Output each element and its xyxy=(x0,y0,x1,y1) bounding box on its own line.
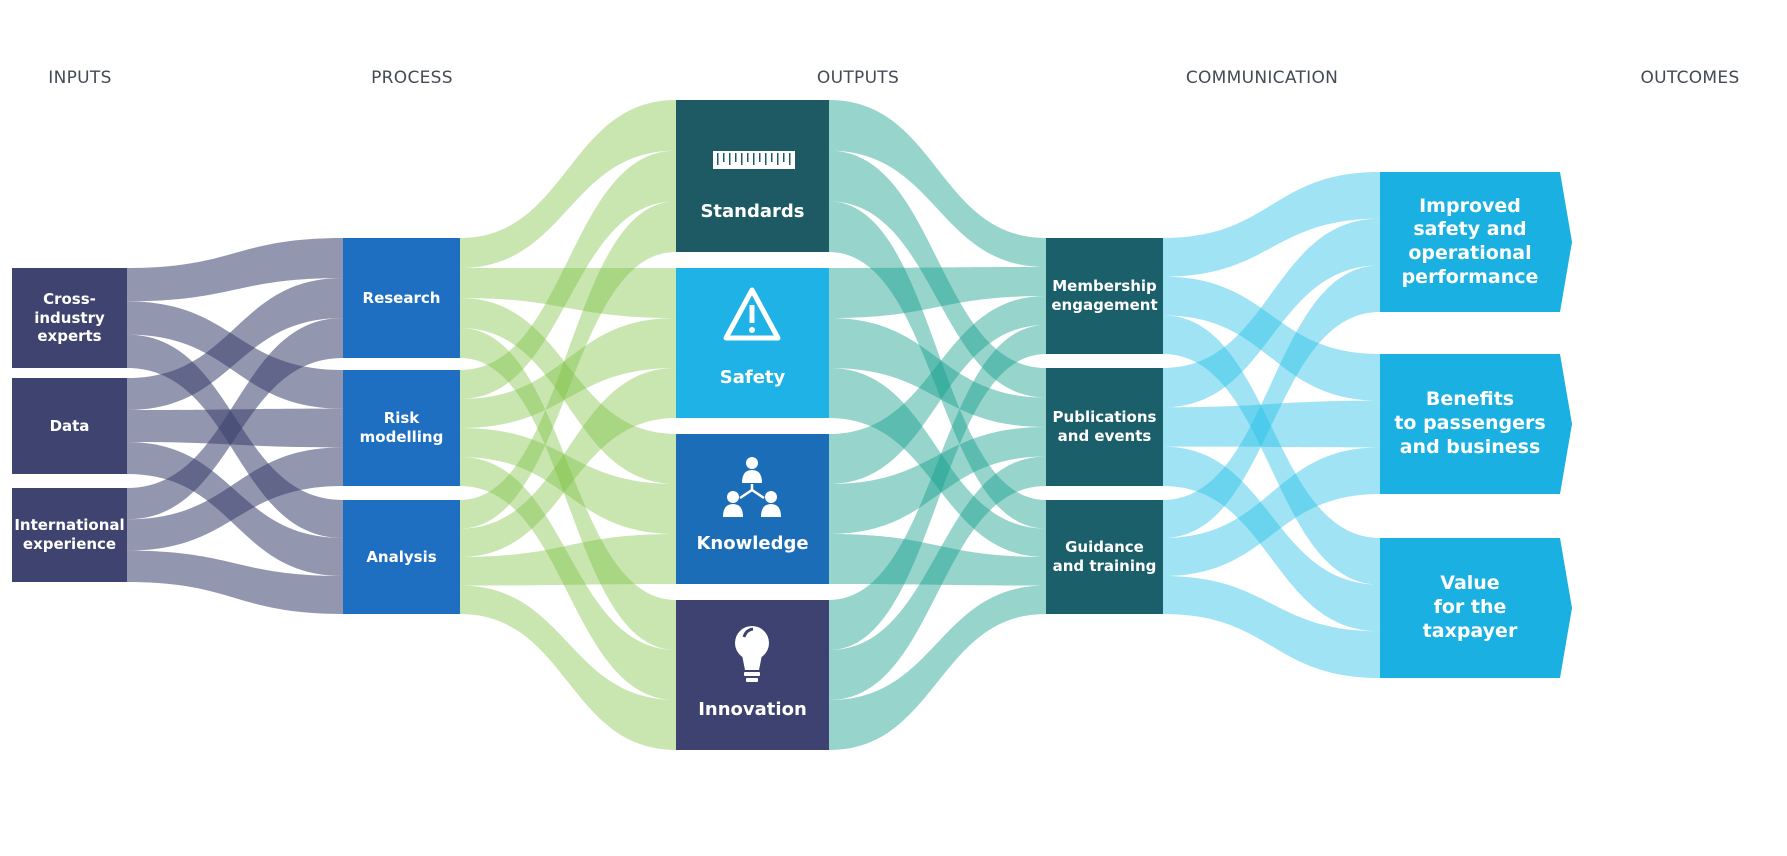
process-label-2: Analysis xyxy=(343,500,460,614)
column-header-outcomes: OUTCOMES xyxy=(1640,68,1740,88)
flow-output-0-to-communication-0 xyxy=(829,100,1046,267)
communication-node-1 xyxy=(1046,368,1163,486)
flow-communication-2-to-outcome-2 xyxy=(1163,576,1380,678)
flow-output-2-to-communication-0 xyxy=(829,296,1046,484)
flow-output-0-to-communication-2 xyxy=(829,201,1046,529)
input-node-0 xyxy=(12,268,127,368)
flow-process-2-to-output-1 xyxy=(460,368,676,557)
input-node-2 xyxy=(12,488,127,582)
flow-communication-2-to-outcome-0 xyxy=(1163,265,1380,538)
output-label-2-text: Knowledge xyxy=(696,532,809,554)
input-label-0-text: Cross- industry experts xyxy=(34,289,105,346)
communication-label-1: Publications and events xyxy=(1046,368,1163,486)
input-label-0: Cross- industry experts xyxy=(12,268,127,368)
flow-communication-0-to-outcome-2 xyxy=(1163,315,1380,585)
communication-node-0 xyxy=(1046,238,1163,354)
column-header-communication: COMMUNICATION xyxy=(1185,68,1339,88)
flow-input-1-to-process-0 xyxy=(127,278,343,410)
flow-communication-1-to-outcome-0 xyxy=(1163,218,1380,408)
flow-communication-1-to-outcome-1 xyxy=(1163,400,1380,448)
flow-process-0-to-output-0 xyxy=(460,100,676,268)
flow-output-1-to-communication-0 xyxy=(829,267,1046,318)
process-node-1 xyxy=(343,370,460,486)
flow-input-2-to-process-0 xyxy=(127,318,343,520)
flow-output-2-to-communication-2 xyxy=(829,534,1046,586)
input-label-1: Data xyxy=(12,378,127,474)
flow-process-0-to-output-3 xyxy=(460,328,676,650)
process-node-2 xyxy=(343,500,460,614)
warning-icon xyxy=(723,287,781,341)
communication-label-0: Membership engagement xyxy=(1046,238,1163,354)
outcome-node-2 xyxy=(1380,538,1572,678)
communication-label-1-text: Publications and events xyxy=(1052,408,1157,445)
outcome-label-1-text: Benefits to passengers and business xyxy=(1394,388,1546,458)
flow-output-3-to-communication-0 xyxy=(829,325,1046,650)
communication-node-2 xyxy=(1046,500,1163,614)
flow-process-1-to-output-3 xyxy=(460,457,676,700)
flow-output-1-to-communication-1 xyxy=(829,318,1046,427)
flow-input-0-to-process-0 xyxy=(127,238,343,302)
flow-process-0-to-output-1 xyxy=(460,268,676,318)
process-node-0 xyxy=(343,238,460,358)
flow-communication-2-to-outcome-1 xyxy=(1163,447,1380,576)
flow-output-2-to-communication-1 xyxy=(829,427,1046,534)
flow-process-2-to-output-2 xyxy=(460,534,676,586)
flow-process-2-to-output-0 xyxy=(460,201,676,529)
flow-output-0-to-communication-1 xyxy=(829,150,1046,398)
process-label-2-text: Analysis xyxy=(366,547,437,566)
input-node-1 xyxy=(12,378,127,474)
output-label-2: Knowledge xyxy=(676,522,829,566)
lightbulb-icon xyxy=(735,626,769,682)
output-label-1-text: Safety xyxy=(719,366,786,388)
input-label-2-text: International experience xyxy=(14,516,125,553)
people-network-icon xyxy=(723,457,781,517)
output-label-0-text: Standards xyxy=(700,200,805,222)
output-node-0 xyxy=(676,100,829,252)
communication-label-0-text: Membership engagement xyxy=(1051,277,1158,314)
column-header-process: PROCESS xyxy=(371,68,453,88)
flow-input-2-to-process-2 xyxy=(127,550,343,614)
flow-process-2-to-output-3 xyxy=(460,585,676,750)
output-label-3-text: Innovation xyxy=(698,698,807,720)
input-label-1-text: Data xyxy=(49,416,90,435)
process-label-1-text: Risk modelling xyxy=(359,409,444,446)
flow-input-2-to-process-1 xyxy=(127,447,343,551)
outcome-node-0 xyxy=(1380,172,1572,312)
input-label-2: International experience xyxy=(12,488,127,582)
outcome-label-1: Benefits to passengers and business xyxy=(1380,354,1560,494)
flow-communication-1-to-outcome-2 xyxy=(1163,446,1380,632)
outcome-label-2: Value for the taxpayer xyxy=(1380,538,1560,678)
flow-output-1-to-communication-2 xyxy=(829,368,1046,557)
flow-output-3-to-communication-2 xyxy=(829,585,1046,750)
flow-process-1-to-output-2 xyxy=(460,428,676,534)
ruler-icon xyxy=(713,151,795,169)
communication-label-2-text: Guidance and training xyxy=(1052,538,1157,575)
flow-communication-0-to-outcome-0 xyxy=(1163,172,1380,277)
outcome-label-0: Improved safety and operational performa… xyxy=(1380,172,1560,312)
output-label-3: Innovation xyxy=(676,688,829,732)
flow-process-1-to-output-1 xyxy=(460,318,676,428)
flow-communication-0-to-outcome-1 xyxy=(1163,276,1380,401)
flow-process-0-to-output-2 xyxy=(460,298,676,484)
output-label-1: Safety xyxy=(676,356,829,400)
process-label-1: Risk modelling xyxy=(343,370,460,486)
outcome-label-2-text: Value for the taxpayer xyxy=(1422,572,1518,642)
flow-process-1-to-output-0 xyxy=(460,150,676,399)
flow-output-3-to-communication-1 xyxy=(829,456,1046,700)
process-label-0-text: Research xyxy=(362,288,441,307)
column-header-outputs: OUTPUTS xyxy=(816,68,900,88)
process-label-0: Research xyxy=(343,238,460,358)
column-header-inputs: INPUTS xyxy=(48,68,112,88)
output-label-0: Standards xyxy=(676,190,829,234)
communication-label-2: Guidance and training xyxy=(1046,500,1163,614)
outcome-label-0-text: Improved safety and operational performa… xyxy=(1401,194,1539,288)
outcome-node-1 xyxy=(1380,354,1572,494)
